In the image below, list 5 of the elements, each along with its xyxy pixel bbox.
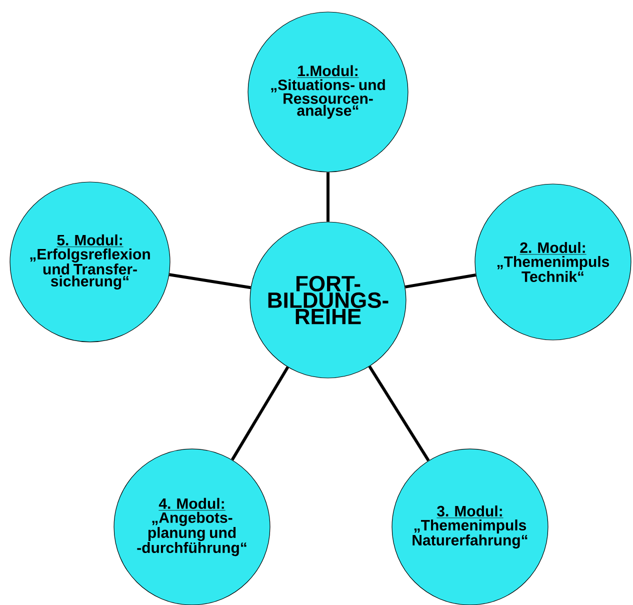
- connector-line: [368, 366, 430, 462]
- connector-line: [326, 172, 330, 222]
- connector-line: [169, 273, 251, 290]
- connector-line: [230, 366, 290, 461]
- connector-line: [404, 274, 476, 288]
